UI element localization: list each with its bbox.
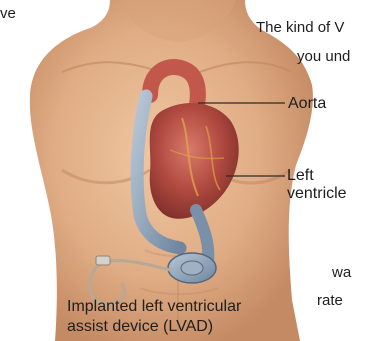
text-fragment-mid-right-line1: wa (332, 264, 351, 281)
label-left-ventricle-line1: Left (287, 167, 347, 185)
caption-line1: Implanted left ventricular (67, 297, 241, 317)
label-left-ventricle: Left ventricle (287, 167, 347, 203)
text-fragment-top-right-line1: The kind of V (256, 19, 344, 36)
label-left-ventricle-line2: ventricle (287, 185, 347, 203)
text-fragment-mid-right-line2: rate (317, 292, 343, 309)
caption-line2: assist device (LVAD) (67, 317, 241, 337)
text-fragment-top-left: ve (0, 5, 16, 22)
label-aorta: Aorta (288, 95, 326, 112)
text-fragment-top-right-line2: you und (297, 48, 350, 65)
caption: Implanted left ventricular assist device… (67, 297, 241, 337)
